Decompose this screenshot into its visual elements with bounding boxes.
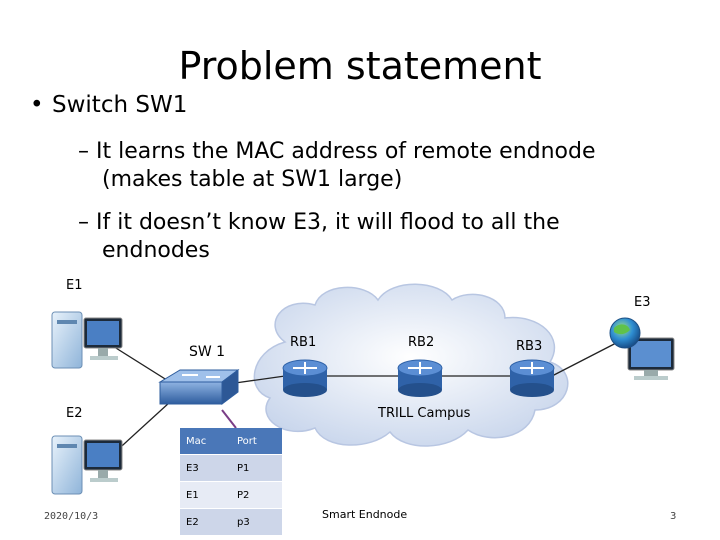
table-cell: P2	[231, 481, 282, 509]
e2-computer-icon	[51, 435, 123, 495]
subbullet-2: – If it doesn’t know E3, it will flood t…	[78, 209, 560, 265]
label-rb1: RB1	[290, 335, 317, 350]
table-cell: P1	[231, 454, 282, 482]
table-header-port: Port	[231, 428, 282, 455]
mac-address-table: Mac Port E3 P1 E1 P2 E2 p3	[180, 428, 282, 536]
label-e2: E2	[66, 406, 83, 421]
subbullet-1-line2: (makes table at SW1 large)	[102, 167, 403, 192]
table-header-row: Mac Port	[180, 428, 282, 455]
dash: –	[78, 139, 89, 164]
table-row: E2 p3	[180, 508, 282, 536]
table-cell: E3	[180, 454, 231, 482]
footer-date: 2020/10/3	[44, 511, 99, 522]
subbullet-2-line2: endnodes	[102, 238, 210, 263]
slide-title: Problem statement	[178, 44, 542, 88]
subbullet-2-line1: If it doesn’t know E3, it will flood to …	[96, 210, 560, 235]
label-smart-endnode: Smart Endnode	[322, 508, 408, 521]
label-sw1: SW 1	[189, 344, 226, 360]
link-sw1-table	[221, 409, 237, 429]
e3-internet-computer-icon	[609, 317, 675, 380]
table-row: E1 P2	[180, 481, 282, 509]
e1-computer-icon	[51, 311, 123, 369]
bullet-dot: •	[30, 92, 44, 118]
sw1-switch-icon	[158, 369, 240, 405]
table-cell: E1	[180, 481, 231, 509]
subbullet-1-line1: It learns the MAC address of remote endn…	[96, 139, 596, 164]
rb1-router-icon	[282, 359, 328, 397]
subbullet-1: – It learns the MAC address of remote en…	[78, 138, 596, 194]
rb3-router-icon	[509, 359, 555, 397]
table-header-mac: Mac	[180, 428, 231, 455]
table-cell: E2	[180, 508, 231, 536]
label-rb3: RB3	[516, 339, 543, 354]
table-cell: p3	[231, 508, 282, 536]
footer-page-number: 3	[670, 511, 677, 522]
label-trill-campus: TRILL Campus	[378, 406, 471, 421]
link-rb3-e3	[551, 339, 623, 377]
table-row: E3 P1	[180, 454, 282, 482]
bullet-text: Switch SW1	[52, 92, 188, 118]
label-e1: E1	[66, 278, 83, 293]
rb2-router-icon	[397, 359, 443, 397]
bullet-switch-sw1: • Switch SW1	[30, 92, 187, 118]
dash: –	[78, 210, 89, 235]
label-rb2: RB2	[408, 335, 435, 350]
label-e3: E3	[634, 295, 651, 310]
